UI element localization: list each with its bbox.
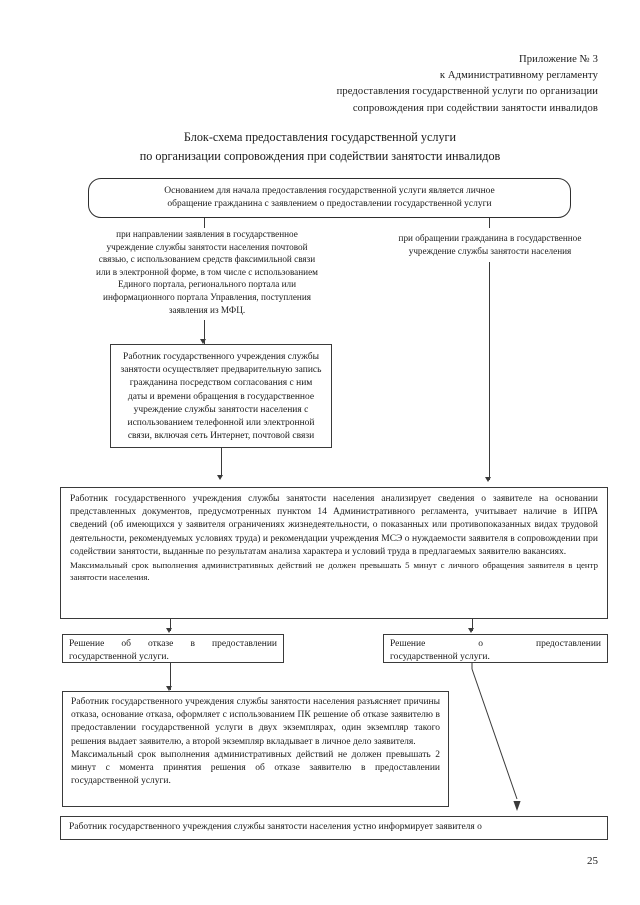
pre-record-line-4: даты и времени обращения в государственн… xyxy=(127,391,315,402)
flow-box-decision-grant: Решение о предоставлении государственной… xyxy=(383,634,608,663)
arrow-into-pre-record xyxy=(200,339,207,344)
note-left-line-2: учреждение службы занятости населения по… xyxy=(106,241,308,252)
note-left-line-5: Единого портала, регионального портала и… xyxy=(117,279,297,290)
note-left-line-4: или в электронной форме, в том числе с и… xyxy=(96,266,318,277)
pre-record-line-6: использованием телефонной или электронно… xyxy=(127,418,315,429)
flow-box-start-line-2: обращение гражданина с заявлением о пред… xyxy=(167,199,492,210)
page-title-line-1: Блок-схема предоставления государственно… xyxy=(183,130,457,144)
arrow-into-decision-refuse xyxy=(166,628,173,633)
header-line-3: предоставления государственной услуги по… xyxy=(336,86,598,98)
page-title-line-2: по организации сопровождения при содейст… xyxy=(139,149,501,163)
pre-record-line-3: гражданина посредством согласования с ни… xyxy=(129,378,313,389)
note-right-branch: при обращении гражданина в государственн… xyxy=(372,232,608,257)
note-left-branch: при направлении заявления в государствен… xyxy=(74,228,340,316)
document-header: Приложение № 3 к Административному регла… xyxy=(168,52,598,117)
note-right-line-2: учреждение службы занятости населения xyxy=(408,245,572,256)
flow-box-start: Основанием для начала предоставления гос… xyxy=(88,178,571,218)
page-title: Блок-схема предоставления государственно… xyxy=(0,128,640,166)
decision-grant-line-2: государственной услуги. xyxy=(390,652,490,663)
note-left-line-1: при направлении заявления в государствен… xyxy=(116,229,298,239)
arrow-into-decision-grant xyxy=(468,628,475,633)
connector-start-right-down xyxy=(489,218,490,228)
arrow-left-into-analysis xyxy=(217,475,224,480)
flow-box-start-line-1: Основанием для начала предоставления гос… xyxy=(164,186,495,196)
header-line-2: к Административному регламенту xyxy=(439,70,598,82)
note-left-line-6: информационного портала Управления, пост… xyxy=(103,291,311,302)
inform-line-1: Работник государственного учреждения слу… xyxy=(69,822,482,832)
flow-box-refuse-detail: Работник государственного учреждения слу… xyxy=(62,691,449,807)
refuse-detail-paragraph-1: Работник государственного учреждения слу… xyxy=(71,697,440,747)
refuse-detail-paragraph-2: Максимальный срок выполнения администрат… xyxy=(71,749,440,787)
flow-box-inform: Работник государственного учреждения слу… xyxy=(60,816,608,840)
note-left-line-3: связью, с использованием средств факсими… xyxy=(98,254,316,265)
analysis-paragraph-2: Максимальный срок выполнения администрат… xyxy=(70,560,598,583)
decision-grant-line-1: Решение о предоставлении xyxy=(390,639,601,649)
note-right-line-1: при обращении гражданина в государственн… xyxy=(398,233,582,243)
connector-grant-diagonal xyxy=(471,663,521,811)
page-number: 25 xyxy=(587,855,598,867)
connector-analysis-to-grant xyxy=(472,619,473,631)
arrow-right-into-analysis xyxy=(485,477,492,482)
connector-left-note-down xyxy=(204,320,205,344)
note-left-line-7: заявления из МФЦ. xyxy=(168,304,246,315)
connector-refuse-down xyxy=(170,663,171,690)
analysis-paragraph-1: Работник государственного учреждения слу… xyxy=(70,494,598,557)
decision-refuse-line-1: Решение об отказе в предоставлении xyxy=(69,639,277,649)
pre-record-line-7: связи, включая сеть Интернет, почтовой с… xyxy=(127,431,315,442)
flow-box-decision-refuse: Решение об отказе в предоставлении госуд… xyxy=(62,634,284,663)
pre-record-line-5: учреждение службы занятости населения с xyxy=(133,404,309,415)
decision-refuse-line-2: государственной услуги. xyxy=(69,652,169,663)
connector-start-down xyxy=(204,218,205,228)
header-line-1: Приложение № 3 xyxy=(519,54,598,65)
flow-box-pre-record: Работник государственного учреждения слу… xyxy=(110,344,332,448)
connector-right-note-down xyxy=(489,262,490,480)
pre-record-line-2: занятости осуществляет предварительную з… xyxy=(120,365,322,376)
pre-record-line-1: Работник государственного учреждения слу… xyxy=(123,352,319,362)
flow-box-analysis: Работник государственного учреждения слу… xyxy=(60,487,608,619)
connector-analysis-to-refuse xyxy=(170,619,171,631)
header-line-4: сопровождения при содействии занятости и… xyxy=(352,102,598,114)
connector-pre-record-down xyxy=(221,448,222,476)
arrow-into-refuse-detail xyxy=(166,686,173,691)
